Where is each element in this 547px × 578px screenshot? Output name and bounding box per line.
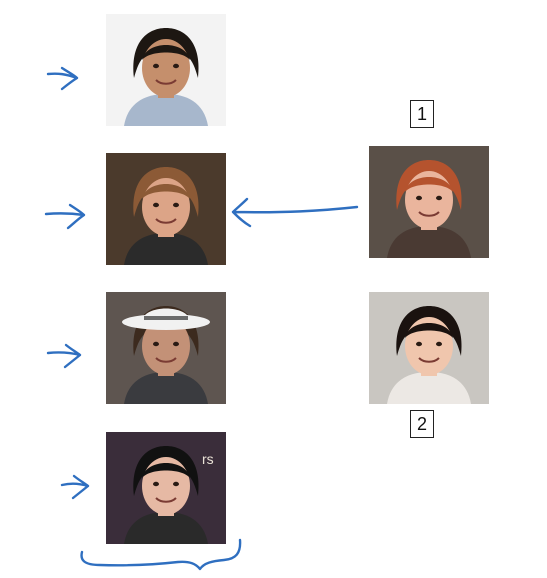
right-eye — [173, 481, 179, 487]
background-sign-text: rs — [202, 451, 214, 467]
smile — [418, 211, 440, 217]
fringe — [142, 45, 190, 60]
portrait — [369, 146, 489, 258]
left-eye — [153, 341, 159, 347]
query-label-1: 1 — [410, 100, 434, 128]
fringe — [142, 463, 190, 478]
right-eye — [436, 195, 442, 201]
left-eye — [153, 481, 159, 487]
right-eye — [173, 202, 179, 208]
shoulders — [124, 233, 208, 265]
shoulders — [387, 226, 471, 258]
hair — [133, 28, 199, 78]
portrait: rs — [106, 432, 226, 544]
portrait — [106, 292, 226, 404]
pointer-arrow-2 — [44, 203, 86, 230]
fringe — [405, 323, 453, 338]
right-eye — [173, 63, 179, 69]
database-face-1 — [106, 14, 226, 126]
database-face-2 — [106, 153, 226, 265]
pointer-arrow-1 — [46, 66, 79, 91]
match-arrow — [231, 197, 359, 228]
left-eye — [416, 341, 422, 347]
database-face-4: rs — [106, 432, 226, 544]
pointer-arrow-3 — [46, 343, 82, 369]
hair — [396, 160, 462, 210]
hair — [133, 167, 199, 217]
smile — [418, 357, 440, 363]
shoulders — [124, 372, 208, 404]
right-eye — [436, 341, 442, 347]
query-label-2: 2 — [410, 410, 434, 438]
fringe — [142, 184, 190, 199]
query-face-1 — [369, 146, 489, 258]
smile — [155, 218, 177, 224]
hat-band — [144, 316, 188, 320]
smile — [155, 497, 177, 503]
face — [142, 317, 190, 375]
left-eye — [153, 202, 159, 208]
left-eye — [416, 195, 422, 201]
portrait — [106, 14, 226, 126]
pointer-arrow-4 — [60, 474, 90, 500]
fringe — [405, 177, 453, 192]
smile — [155, 357, 177, 363]
hair — [133, 446, 199, 496]
group-brace — [80, 538, 242, 571]
shoulders — [387, 372, 471, 404]
query-face-2 — [369, 292, 489, 404]
right-eye — [173, 341, 179, 347]
database-face-3 — [106, 292, 226, 404]
left-eye — [153, 63, 159, 69]
portrait — [369, 292, 489, 404]
hair — [396, 306, 462, 356]
shoulders — [124, 512, 208, 544]
shoulders — [124, 94, 208, 126]
smile — [155, 79, 177, 85]
portrait — [106, 153, 226, 265]
